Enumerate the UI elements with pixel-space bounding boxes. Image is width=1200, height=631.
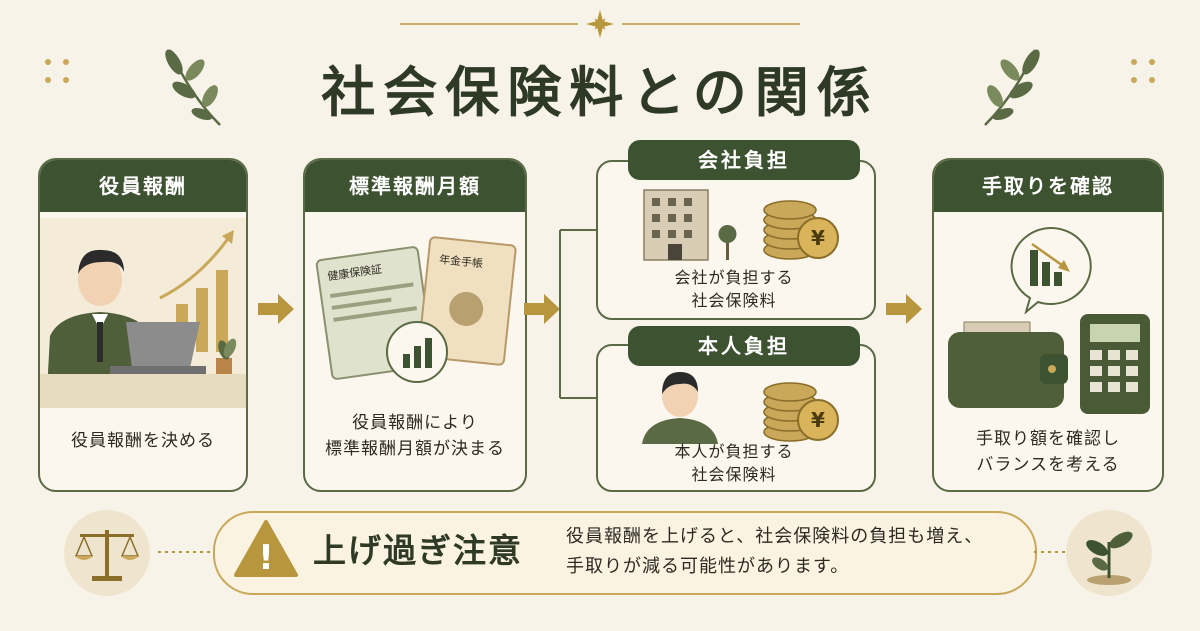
branch-connector — [559, 229, 596, 399]
yen-coins-icon: ¥ — [763, 382, 839, 442]
declining-chart-bubble-icon — [1010, 226, 1092, 314]
personal-share-caption-1: 本人が負担する — [674, 442, 794, 461]
wallet-calculator-icon — [948, 314, 1150, 414]
card-take-home-caption-2: バランスを考える — [976, 455, 1120, 475]
card-take-home-heading: 手取りを確認 — [934, 160, 1162, 212]
pension-book-label: 年金手帳 — [438, 252, 484, 271]
warning-exclamation: ! — [258, 538, 274, 578]
personal-share-caption-2: 社会保険料 — [691, 465, 777, 484]
sprout-icon — [1086, 531, 1133, 585]
warning-text-line-2: 手取りが減る可能性があります。 — [566, 556, 850, 577]
leaf-sprig-right-icon — [984, 49, 1040, 126]
health-insurance-card-label: 健康保険証 — [326, 262, 383, 284]
warning-title: 上げ過ぎ注意 — [313, 531, 523, 570]
dots-ornament-left — [45, 59, 69, 83]
yen-coins-icon: ¥ — [763, 200, 839, 260]
warning-box — [213, 511, 1037, 595]
leaf-sprig-left-icon — [165, 49, 221, 126]
company-share-heading: 会社負担 — [628, 140, 860, 180]
warning-triangle-icon: ! — [234, 520, 298, 578]
balance-scale-icon — [74, 530, 140, 581]
card-take-home: 手取りを確認 手取り額を確認し バランスを考える — [932, 158, 1164, 492]
company-share-caption-1: 会社が負担する — [674, 268, 794, 287]
arrow-right-icon — [524, 294, 560, 324]
card-executive-pay: 役員報酬 役員報酬を決める — [38, 158, 248, 492]
card-standard-monthly-caption-1: 役員報酬により — [352, 413, 478, 433]
card-take-home-caption-1: 手取り額を確認し — [976, 429, 1120, 449]
businessman-laptop-icon — [40, 218, 246, 408]
arrow-right-icon — [258, 294, 294, 324]
dotted-connector-right — [1034, 551, 1070, 553]
office-building-icon — [643, 189, 737, 261]
personal-share-heading: 本人負担 — [628, 326, 860, 366]
card-standard-monthly: 標準報酬月額 健康保険証 年金手帳 役員報酬により 標準報酬月額が決まる — [303, 158, 527, 492]
dotted-connector-left — [158, 551, 214, 553]
card-executive-pay-heading: 役員報酬 — [40, 160, 246, 212]
card-executive-pay-caption: 役員報酬を決める — [71, 431, 215, 451]
dots-ornament-right — [1131, 59, 1155, 83]
arrow-right-icon — [886, 294, 922, 324]
yen-symbol: ¥ — [811, 226, 825, 250]
company-share-caption-2: 社会保険料 — [691, 291, 777, 310]
page-title: 社会保険料との関係 — [321, 60, 879, 124]
warning-text-line-1: 役員報酬を上げると、社会保険料の負担も増え、 — [566, 526, 984, 547]
card-standard-monthly-heading: 標準報酬月額 — [305, 160, 525, 212]
warning-text: 役員報酬を上げると、社会保険料の負担も増え、 手取りが減る可能性があります。 — [566, 522, 983, 582]
top-ornament — [400, 10, 800, 38]
card-standard-monthly-caption-2: 標準報酬月額が決まる — [325, 439, 505, 459]
person-avatar-icon — [642, 372, 718, 444]
bar-chart-icon — [386, 321, 448, 383]
yen-symbol: ¥ — [811, 408, 825, 432]
